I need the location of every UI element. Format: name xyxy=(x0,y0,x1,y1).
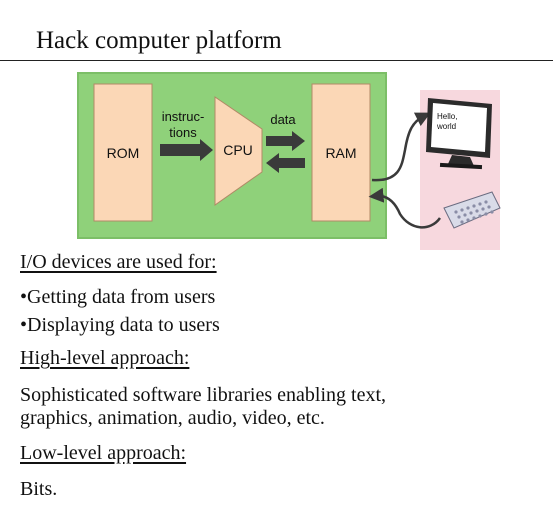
heading-low-level: Low-level approach: xyxy=(20,442,187,464)
slide-title: Hack computer platform xyxy=(36,27,282,54)
ram-block xyxy=(311,83,371,222)
keyboard-to-ram-connector xyxy=(368,187,442,229)
heading-io-devices: I/O devices are used for: xyxy=(20,251,217,273)
monitor-icon xyxy=(426,98,492,170)
high-level-text-line1: Sophisticated software libraries enablin… xyxy=(20,384,387,406)
rom-label: ROM xyxy=(107,145,140,161)
instructions-label-line2: tions xyxy=(169,125,197,140)
screen-text-line2: world xyxy=(436,122,456,131)
high-level-text-line2: graphics, animation, audio, video, etc. xyxy=(20,407,325,429)
low-level-text: Bits. xyxy=(20,478,58,500)
bullet-getting-data: •Getting data from users xyxy=(20,286,216,308)
title-divider xyxy=(0,60,553,61)
data-arrow-to-cpu xyxy=(266,153,305,173)
ram-label: RAM xyxy=(325,145,356,161)
cpu-block xyxy=(214,96,263,206)
hack-platform-diagram: ROM instruc- tions CPU data RAM Hello, w… xyxy=(77,72,501,250)
ram-to-screen-connector xyxy=(371,112,431,182)
screen-text-line1: Hello, xyxy=(437,112,457,121)
instructions-label-line1: instruc- xyxy=(162,109,205,124)
cpu-label: CPU xyxy=(223,142,253,158)
data-label: data xyxy=(270,112,296,127)
keyboard-icon xyxy=(443,191,501,229)
heading-high-level: High-level approach: xyxy=(20,347,190,369)
instructions-arrow xyxy=(160,139,213,161)
data-arrow-to-ram xyxy=(266,131,305,151)
rom-block xyxy=(93,83,153,222)
bullet-displaying-data: •Displaying data to users xyxy=(20,314,220,336)
